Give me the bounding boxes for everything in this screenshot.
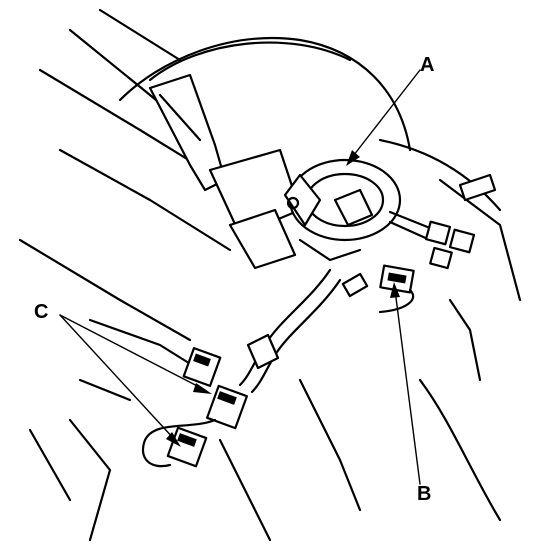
- connectors-c: [142, 347, 249, 468]
- cable-reel: [283, 158, 402, 262]
- callout-c: C: [34, 301, 49, 323]
- switch-stalk: [148, 73, 302, 270]
- leader-b: [390, 282, 421, 485]
- reel-connectors: [388, 173, 497, 270]
- leader-c: [59, 314, 212, 447]
- dashboard-outline: [18, 8, 522, 542]
- callout-b: B: [417, 483, 432, 505]
- leader-a: [346, 69, 421, 166]
- wire-harness: [238, 268, 369, 394]
- callout-a: A: [420, 54, 435, 76]
